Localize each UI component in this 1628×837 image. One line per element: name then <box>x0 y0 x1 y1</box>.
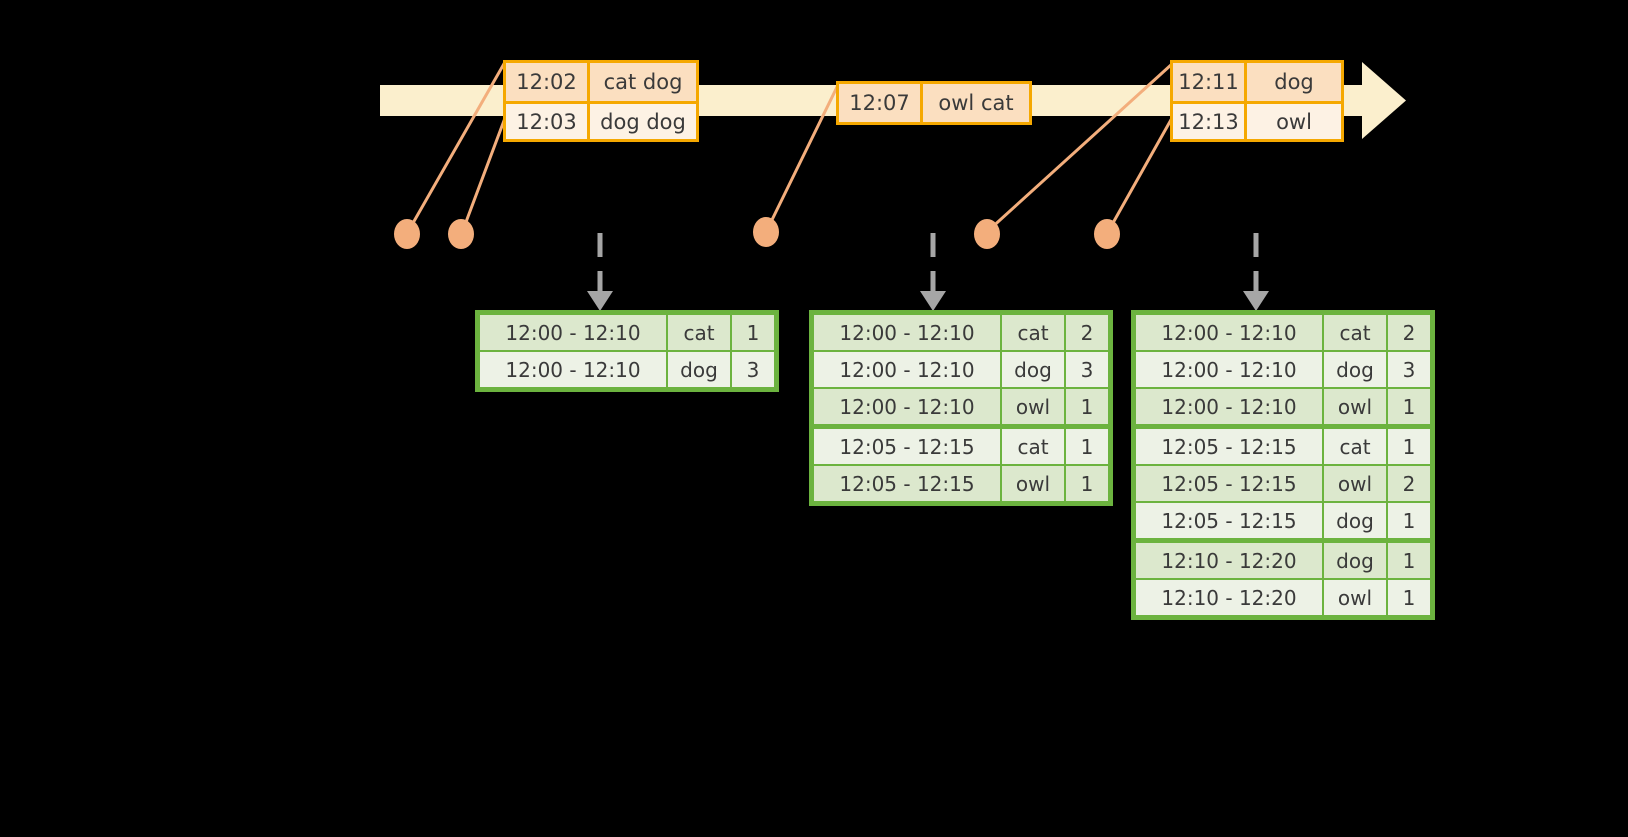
key-cell: owl <box>1324 466 1386 501</box>
count-cell: 1 <box>1388 543 1430 578</box>
timeline-event-group-2[interactable]: 12:07 owl cat <box>836 81 1032 125</box>
window-cell: 12:05 - 12:15 <box>1136 466 1322 501</box>
key-cell: owl <box>1324 580 1386 615</box>
timeline-event-row[interactable]: 12:07 owl cat <box>839 84 1029 122</box>
count-cell: 2 <box>1388 466 1430 501</box>
key-cell: cat <box>1324 429 1386 464</box>
dot-3 <box>753 217 779 247</box>
table-arrows <box>587 233 1269 311</box>
dot-2 <box>448 219 474 249</box>
window-cell: 12:00 - 12:10 <box>1136 352 1322 387</box>
dot-1 <box>394 219 420 249</box>
timeline-event-group-3[interactable]: 12:11 dog 12:13 owl <box>1170 60 1344 142</box>
count-cell: 1 <box>1066 466 1108 501</box>
window-cell: 12:00 - 12:10 <box>480 315 666 350</box>
key-cell: owl <box>1002 466 1064 501</box>
event-words: owl cat <box>938 91 1014 115</box>
timeline-event-row[interactable]: 12:11 dog <box>1173 63 1341 101</box>
connector-line-1 <box>407 60 507 232</box>
count-cell: 1 <box>1388 580 1430 615</box>
timeline-event-row[interactable]: 12:13 owl <box>1173 101 1341 139</box>
window-cell: 12:05 - 12:15 <box>814 429 1000 464</box>
table-arrow-3 <box>1243 233 1269 311</box>
count-cell: 1 <box>1066 429 1108 464</box>
connector-line-3 <box>766 83 840 230</box>
key-cell: cat <box>1324 315 1386 350</box>
connector-dots <box>394 217 1120 249</box>
count-cell: 1 <box>732 315 774 350</box>
count-cell: 3 <box>732 352 774 387</box>
key-cell: cat <box>668 315 730 350</box>
window-cell: 12:05 - 12:15 <box>1136 429 1322 464</box>
key-cell: cat <box>1002 429 1064 464</box>
event-words: cat dog <box>603 70 683 94</box>
window-cell: 12:05 - 12:15 <box>1136 503 1322 538</box>
key-cell: dog <box>1324 503 1386 538</box>
count-cell: 1 <box>1066 389 1108 424</box>
event-time: 12:02 <box>506 63 590 101</box>
window-cell: 12:10 - 12:20 <box>1136 580 1322 615</box>
dot-4 <box>974 219 1000 249</box>
key-cell: dog <box>668 352 730 387</box>
timeline-event-row[interactable]: 12:02 cat dog <box>506 63 696 101</box>
key-cell: owl <box>1002 389 1064 424</box>
window-cell: 12:10 - 12:20 <box>1136 543 1322 578</box>
window-cell: 12:00 - 12:10 <box>814 315 1000 350</box>
key-cell: dog <box>1324 352 1386 387</box>
event-time: 12:13 <box>1173 104 1247 139</box>
table-arrow-2 <box>920 233 946 311</box>
window-cell: 12:00 - 12:10 <box>814 352 1000 387</box>
count-cell: 1 <box>1388 503 1430 538</box>
window-cell: 12:05 - 12:15 <box>814 466 1000 501</box>
count-cell: 2 <box>1388 315 1430 350</box>
timeline-event-row[interactable]: 12:03 dog dog <box>506 101 696 139</box>
timeline-event-group-1[interactable]: 12:02 cat dog 12:03 dog dog <box>503 60 699 142</box>
connector-line-2 <box>461 116 507 232</box>
dot-5 <box>1094 219 1120 249</box>
count-cell: 3 <box>1388 352 1430 387</box>
window-cell: 12:00 - 12:10 <box>814 389 1000 424</box>
key-cell: owl <box>1324 389 1386 424</box>
count-cell: 1 <box>1388 389 1430 424</box>
event-words: dog dog <box>600 109 686 134</box>
event-time: 12:07 <box>839 84 923 122</box>
count-cell: 3 <box>1066 352 1108 387</box>
event-time: 12:11 <box>1173 63 1247 101</box>
window-cell: 12:00 - 12:10 <box>1136 389 1322 424</box>
connector-line-5 <box>1107 116 1174 232</box>
event-time: 12:03 <box>506 104 590 139</box>
event-words: owl <box>1276 109 1312 134</box>
key-cell: dog <box>1002 352 1064 387</box>
event-words: dog <box>1274 70 1314 94</box>
window-cell: 12:00 - 12:10 <box>1136 315 1322 350</box>
count-cell: 1 <box>1388 429 1430 464</box>
table-arrow-1 <box>587 233 613 311</box>
key-cell: dog <box>1324 543 1386 578</box>
window-cell: 12:00 - 12:10 <box>480 352 666 387</box>
count-cell: 2 <box>1066 315 1108 350</box>
key-cell: cat <box>1002 315 1064 350</box>
